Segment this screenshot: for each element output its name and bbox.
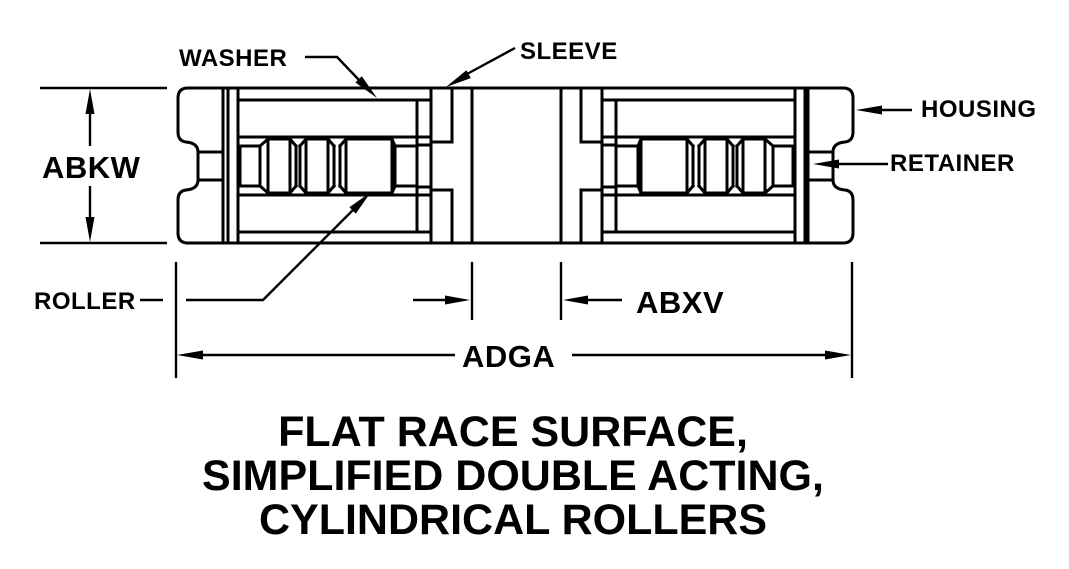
adga-left-arrow (177, 350, 203, 360)
sleeve-label: SLEEVE (520, 38, 618, 65)
abxv-right-arrow (563, 295, 588, 305)
abxv-left-arrow (445, 295, 470, 305)
washer-label: WASHER (179, 45, 288, 72)
caption-line-3: CYLINDRICAL ROLLERS (258, 496, 768, 544)
sleeve-arrow (446, 70, 471, 87)
arrowheads (85, 70, 882, 360)
caption-line-2: SIMPLIFIED DOUBLE ACTING, (202, 452, 824, 500)
figure-caption: FLAT RACE SURFACE, SIMPLIFIED DOUBLE ACT… (0, 410, 1026, 542)
retainer-label: RETAINER (890, 150, 1015, 177)
adga-dimension-label: ADGA (462, 339, 556, 374)
caption-line-1: FLAT RACE SURFACE, (278, 408, 748, 456)
roller-arrow (349, 192, 371, 214)
washer-arrow (355, 76, 377, 98)
dimension-lines (40, 46, 912, 378)
housing-label: HOUSING (921, 96, 1037, 123)
bearing-outline (176, 86, 855, 245)
retainer-arrow (813, 159, 839, 169)
abxv-dimension-label: ABXV (636, 285, 725, 320)
adga-right-arrow (825, 350, 851, 360)
abkw-up-arrow (85, 89, 95, 114)
housing-arrow (856, 105, 882, 115)
abkw-dimension-label: ABKW (42, 150, 141, 185)
roller-label: ROLLER (34, 288, 136, 315)
abkw-down-arrow (85, 217, 95, 242)
